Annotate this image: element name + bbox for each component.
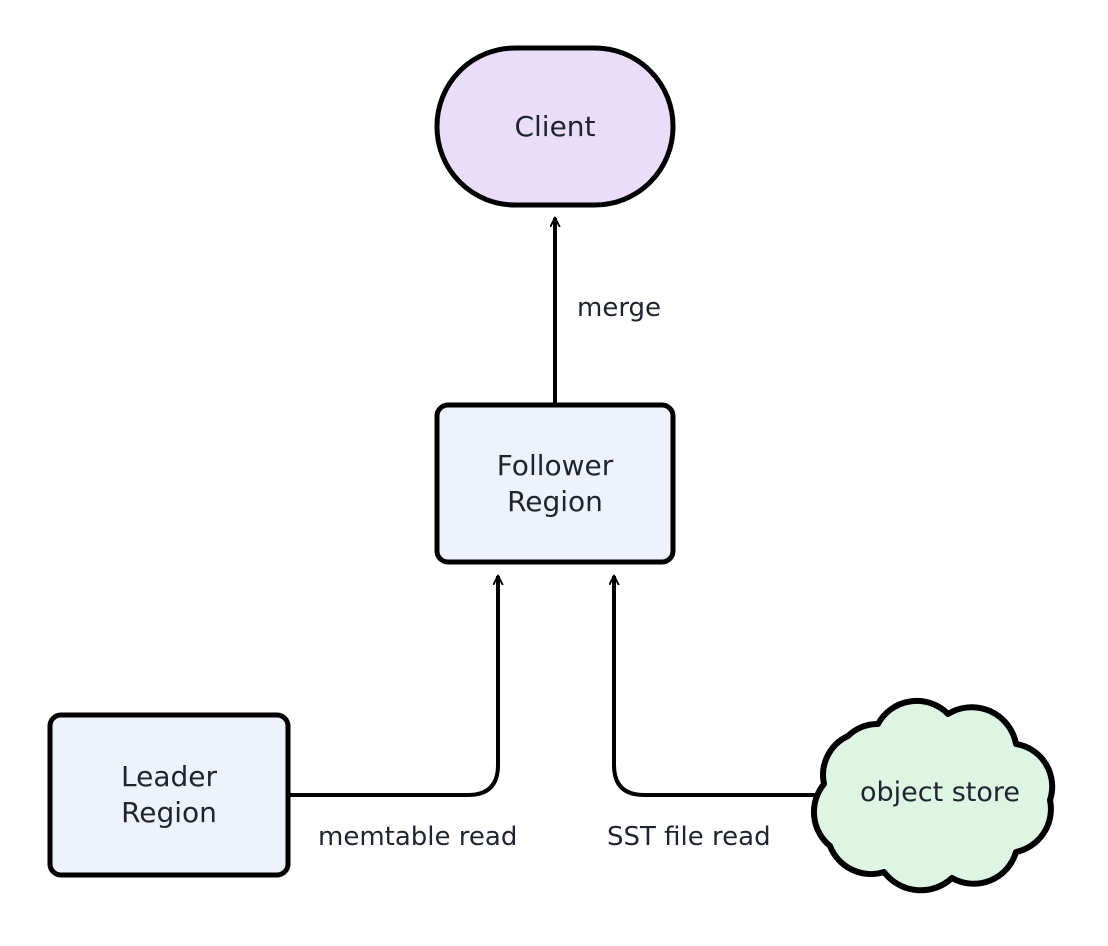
edge-memtable-read-path [288,576,498,797]
edge-sst-file-read-path [614,576,824,797]
node-leader-region-shape[interactable] [47,712,291,878]
node-client-shape[interactable] [434,45,676,208]
node-follower-region-shape[interactable] [434,402,676,565]
node-object-store-shape[interactable] [810,697,1056,894]
